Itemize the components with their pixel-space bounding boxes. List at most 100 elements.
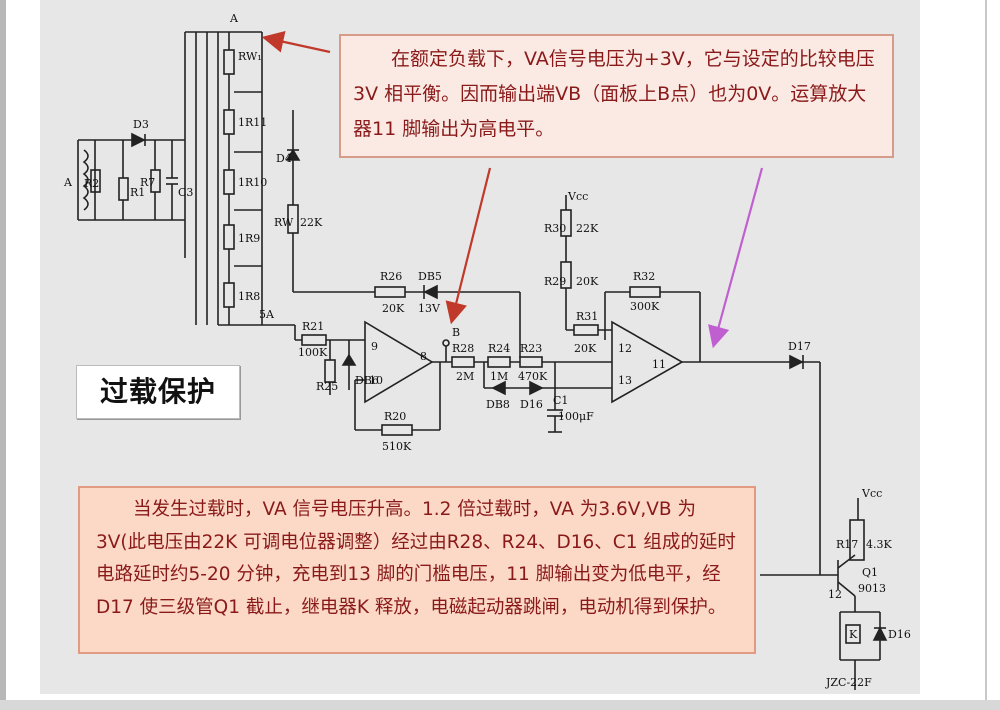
opamp-1 — [364, 320, 434, 404]
resistor-r28 — [451, 356, 475, 368]
test-point-b — [442, 339, 450, 347]
label-k: K — [849, 628, 858, 641]
resistor-r26 — [374, 286, 406, 298]
label-r9: 1R9 — [238, 232, 260, 245]
label-c3: C3 — [178, 186, 193, 199]
label-db6: DB6 — [355, 374, 379, 387]
label-r17: R17 — [836, 538, 858, 551]
label-pin13: 13 — [618, 374, 632, 387]
label-r31-val: 20K — [574, 342, 597, 355]
note-top-text: 在额定负载下，VA信号电压为+3V，它与设定的比较电压3V 相平衡。因而输出端V… — [353, 48, 875, 140]
label-r20-val: 510K — [382, 440, 412, 453]
right-border — [985, 0, 987, 710]
label-rw-val: 22K — [300, 216, 323, 229]
resistor-r24 — [487, 356, 511, 368]
label-b: B — [452, 326, 460, 339]
resistor-r23 — [519, 356, 543, 368]
label-d16: D16 — [520, 398, 543, 411]
label-r28-val: 2M — [456, 370, 474, 383]
resistor-r21 — [301, 334, 327, 346]
resistor-r30 — [560, 209, 572, 237]
label-pin8: 8 — [420, 350, 427, 363]
arrow-to-rw1 — [261, 31, 331, 54]
label-r7: R7 — [140, 176, 155, 189]
note-top: 在额定负载下，VA信号电压为+3V，它与设定的比较电压3V 相平衡。因而输出端V… — [339, 34, 894, 158]
label-r23: R23 — [520, 342, 542, 355]
label-db8: DB8 — [486, 398, 510, 411]
label-relay: JZC-22F — [825, 676, 872, 689]
label-r11: 1R11 — [238, 116, 267, 129]
page-title: 过载保护 — [76, 365, 240, 419]
resistor-chain — [223, 49, 262, 308]
zener-db5 — [423, 284, 438, 300]
label-r32-val: 300K — [630, 300, 660, 313]
relay-k — [845, 624, 861, 644]
pot-rw — [287, 204, 299, 234]
label-5a: 5A — [259, 308, 275, 321]
label-r10: 1R10 — [238, 176, 267, 189]
label-r21: R21 — [302, 320, 324, 333]
label-r1: R1 — [130, 186, 145, 199]
label-12v: 12 — [828, 588, 842, 601]
diode-d16b — [872, 626, 888, 641]
label-pin12: 12 — [618, 342, 632, 355]
bottom-border — [0, 700, 1000, 710]
left-border — [0, 0, 6, 710]
diode-d3 — [131, 132, 146, 148]
label-r17-val: 4.3K — [866, 538, 892, 551]
resistor-r31 — [573, 324, 599, 336]
arrow-to-opamp-out — [708, 167, 764, 349]
label-r24-val: 1M — [490, 370, 508, 383]
label-pin11: 11 — [652, 358, 666, 371]
label-db5: DB5 — [418, 270, 442, 283]
label-pin10: 10 — [369, 374, 383, 387]
diode-d17 — [789, 354, 804, 370]
label-r31: R31 — [576, 310, 598, 323]
label-d4: D4 — [276, 152, 292, 165]
label-d3: D3 — [133, 118, 149, 131]
label-r30-val: 22K — [576, 222, 599, 235]
label-r28: R28 — [452, 342, 474, 355]
note-bottom: 当发生过载时，VA 信号电压升高。1.2 倍过载时，VA 为3.6V,VB 为3… — [78, 486, 756, 654]
label-d17: D17 — [788, 340, 811, 353]
label-c1-val: 100μF — [558, 410, 594, 423]
label-db5-val: 13V — [418, 302, 441, 315]
label-rw: RW — [274, 216, 294, 229]
label-q1-val: 9013 — [858, 582, 886, 595]
label-vcc2: Vcc — [861, 487, 882, 500]
label-r8: 1R8 — [238, 290, 260, 303]
label-r29: R29 — [544, 275, 566, 288]
label-c1: C1 — [553, 394, 568, 407]
resistor-r1 — [118, 177, 129, 201]
label-r32: R32 — [633, 270, 655, 283]
label-r25: R25 — [316, 380, 338, 393]
label-pin9: 9 — [371, 340, 378, 353]
label-q1: Q1 — [862, 566, 878, 579]
resistor-r29 — [560, 261, 572, 289]
label-r29-val: 20K — [576, 275, 599, 288]
resistor-r20 — [381, 424, 413, 436]
label-r26: R26 — [380, 270, 402, 283]
label-a-left: A — [63, 176, 73, 189]
label-d16b: D16 — [888, 628, 911, 641]
label-r24: R24 — [488, 342, 510, 355]
resistor-r17 — [849, 519, 865, 561]
diode-d16 — [529, 380, 544, 396]
note-bottom-text: 当发生过载时，VA 信号电压升高。1.2 倍过载时，VA 为3.6V,VB 为3… — [96, 499, 736, 618]
label-vcc1: Vcc — [567, 190, 588, 203]
arrow-to-b — [445, 167, 492, 325]
label-r30: R30 — [544, 222, 566, 235]
opamp-2 — [611, 320, 684, 404]
label-r23-val: 470K — [518, 370, 548, 383]
diode-d4 — [285, 148, 301, 161]
label-r26-val: 20K — [382, 302, 405, 315]
label-r21-val: 100K — [298, 346, 328, 359]
label-r20: R20 — [384, 410, 406, 423]
resistor-r25 — [324, 359, 336, 383]
label-rw1: RW₁ — [238, 50, 262, 63]
resistor-r32 — [629, 286, 661, 298]
label-a-top: A — [229, 12, 239, 25]
label-r2: R2 — [84, 177, 99, 190]
diode-db8 — [491, 380, 506, 396]
